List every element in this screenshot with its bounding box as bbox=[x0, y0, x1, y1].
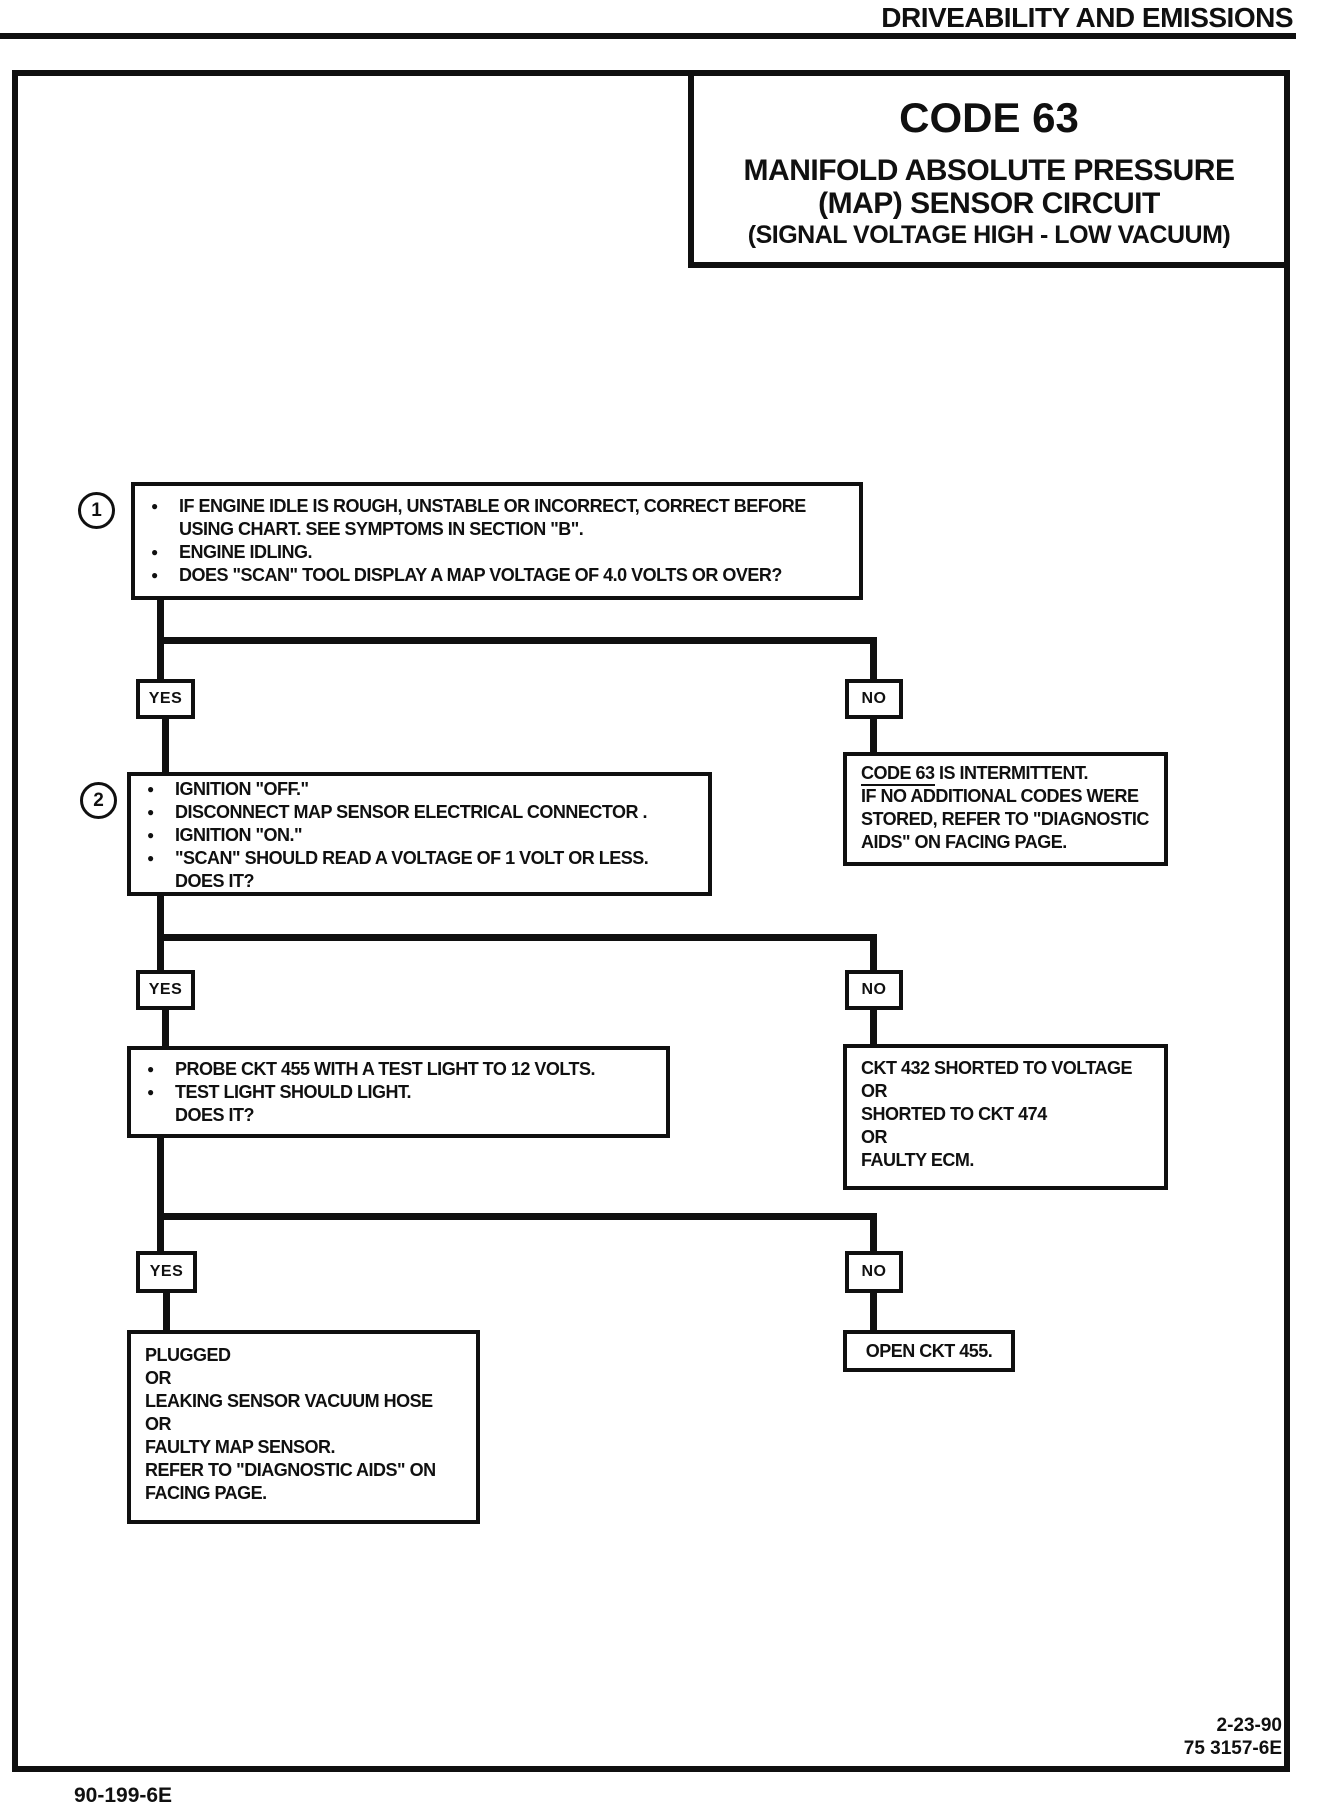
page-footer-code: 90-199-6E bbox=[74, 1784, 173, 1807]
no-box-2: NO bbox=[845, 970, 903, 1010]
result-open-text: OPEN CKT 455. bbox=[865, 1340, 993, 1361]
connector-line bbox=[870, 1213, 877, 1255]
connector-line bbox=[157, 1136, 164, 1255]
result-shorted-box: CKT 432 SHORTED TO VOLTAGE OR SHORTED TO… bbox=[843, 1044, 1168, 1190]
step-3-box: PROBE CKT 455 WITH A TEST LIGHT TO 12 VO… bbox=[127, 1046, 670, 1138]
step-2-circle: 2 bbox=[80, 782, 117, 819]
page-header: DRIVEABILITY AND EMISSIONS bbox=[881, 2, 1293, 33]
connector-line bbox=[157, 637, 877, 644]
no-label: NO bbox=[861, 981, 887, 998]
doc-footer-number: 75 3157-6E bbox=[1183, 1738, 1282, 1759]
step-1-line: DOES "SCAN" TOOL DISPLAY A MAP VOLTAGE O… bbox=[135, 564, 859, 587]
result-line: STORED, REFER TO "DIAGNOSTIC bbox=[861, 809, 1149, 829]
yes-label: YES bbox=[148, 981, 183, 998]
title-code: CODE 63 bbox=[899, 94, 1079, 141]
chart-border bbox=[12, 70, 1290, 1772]
connector-line bbox=[870, 637, 877, 683]
result-line: CODE 63 IS INTERMITTENT. bbox=[861, 762, 1164, 786]
result-line: REFER TO "DIAGNOSTIC AIDS" ON bbox=[145, 1460, 436, 1480]
connector-line bbox=[163, 1291, 170, 1332]
step-2-line: IGNITION "OFF." bbox=[131, 778, 708, 801]
result-line: AIDS" ON FACING PAGE. bbox=[861, 832, 1067, 852]
result-line: IF NO ADDITIONAL CODES WERE bbox=[861, 786, 1139, 806]
header-rule bbox=[0, 33, 1296, 39]
no-box-3: NO bbox=[845, 1251, 903, 1293]
step-2-line: IGNITION "ON." bbox=[131, 824, 708, 847]
result-line: OR bbox=[145, 1368, 172, 1388]
yes-label: YES bbox=[149, 1263, 184, 1280]
result-line: OR bbox=[861, 1127, 888, 1147]
result-line: OR bbox=[145, 1414, 172, 1434]
connector-line bbox=[162, 717, 169, 774]
step-2-line: "SCAN" SHOULD READ A VOLTAGE OF 1 VOLT O… bbox=[131, 847, 708, 870]
step-1-line: ENGINE IDLING. bbox=[135, 541, 859, 564]
step-1-circle: 1 bbox=[78, 492, 115, 529]
step-3-line: PROBE CKT 455 WITH A TEST LIGHT TO 12 VO… bbox=[131, 1058, 666, 1081]
result-intermittent-box: CODE 63 IS INTERMITTENT. IF NO ADDITIONA… bbox=[843, 752, 1168, 866]
step-2-box: IGNITION "OFF." DISCONNECT MAP SENSOR EL… bbox=[127, 772, 712, 896]
step-3-line: TEST LIGHT SHOULD LIGHT. bbox=[131, 1081, 666, 1104]
result-plugged-box: PLUGGED OR LEAKING SENSOR VACUUM HOSE OR… bbox=[127, 1330, 480, 1524]
yes-box-3: YES bbox=[136, 1251, 197, 1293]
no-label: NO bbox=[861, 690, 887, 707]
title-line2: (MAP) SENSOR CIRCUIT bbox=[818, 187, 1160, 220]
no-label: NO bbox=[861, 1263, 887, 1280]
title-box: CODE 63 MANIFOLD ABSOLUTE PRESSURE (MAP)… bbox=[688, 70, 1290, 268]
yes-label: YES bbox=[148, 690, 183, 707]
result-line: PLUGGED bbox=[145, 1345, 231, 1365]
doc-footer-date: 2-23-90 bbox=[1216, 1715, 1283, 1736]
connector-line bbox=[162, 1008, 169, 1048]
step-2-number: 2 bbox=[93, 789, 104, 811]
result-line: LEAKING SENSOR VACUUM HOSE bbox=[145, 1391, 433, 1411]
no-box-1: NO bbox=[845, 679, 903, 719]
result-line: FAULTY ECM. bbox=[861, 1150, 974, 1170]
step-1-number: 1 bbox=[91, 499, 102, 521]
title-line3: (SIGNAL VOLTAGE HIGH - LOW VACUUM) bbox=[747, 221, 1231, 249]
yes-box-2: YES bbox=[136, 970, 195, 1010]
step-2-line: DOES IT? bbox=[175, 871, 255, 891]
result-text: IS INTERMITTENT. bbox=[934, 763, 1089, 783]
result-open-box: OPEN CKT 455. bbox=[843, 1330, 1015, 1372]
step-1-line: USING CHART. SEE SYMPTOMS IN SECTION "B"… bbox=[179, 519, 584, 539]
result-line: FAULTY MAP SENSOR. bbox=[145, 1437, 336, 1457]
connector-line bbox=[157, 1213, 877, 1220]
step-2-line: DISCONNECT MAP SENSOR ELECTRICAL CONNECT… bbox=[131, 801, 708, 824]
underlined-code: CODE 63 bbox=[861, 763, 935, 786]
step-1-box: IF ENGINE IDLE IS ROUGH, UNSTABLE OR INC… bbox=[131, 482, 863, 600]
result-line: SHORTED TO CKT 474 bbox=[861, 1104, 1047, 1124]
connector-line bbox=[870, 934, 877, 974]
result-line: FACING PAGE. bbox=[145, 1483, 267, 1503]
result-line: CKT 432 SHORTED TO VOLTAGE bbox=[861, 1058, 1133, 1078]
result-line: OR bbox=[861, 1081, 888, 1101]
title-line1: MANIFOLD ABSOLUTE PRESSURE bbox=[743, 154, 1235, 187]
connector-line bbox=[870, 1291, 877, 1332]
step-3-line: DOES IT? bbox=[175, 1105, 255, 1125]
doc-footer: 2-23-90 75 3157-6E bbox=[1060, 1714, 1282, 1760]
connector-line bbox=[870, 717, 877, 754]
yes-box-1: YES bbox=[136, 679, 195, 719]
connector-line bbox=[870, 1008, 877, 1046]
step-1-line: IF ENGINE IDLE IS ROUGH, UNSTABLE OR INC… bbox=[135, 495, 859, 518]
connector-line bbox=[157, 934, 877, 941]
